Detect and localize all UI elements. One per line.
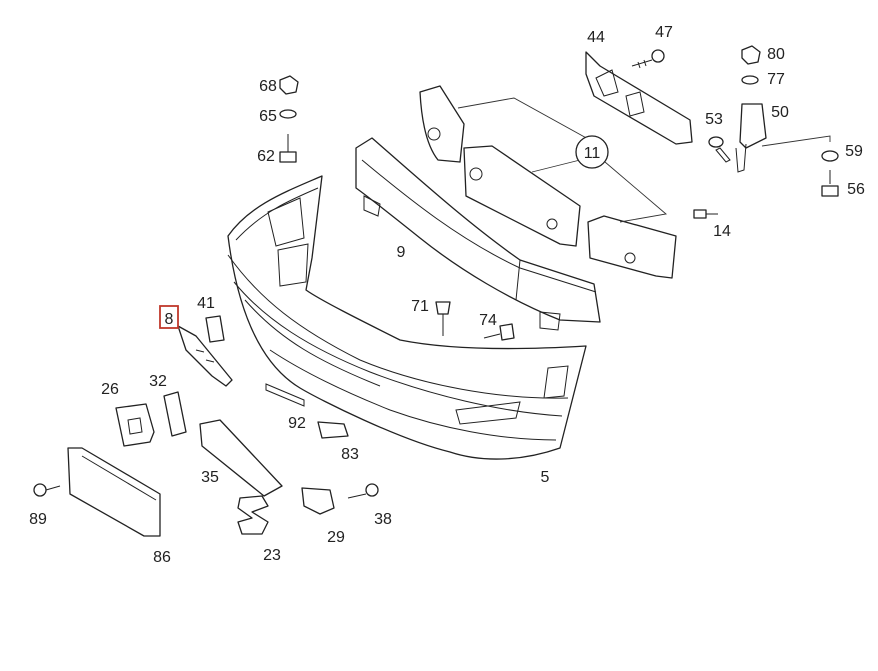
leader-line-11b bbox=[531, 159, 581, 173]
callout-circle-11 bbox=[575, 135, 609, 169]
label-8: 8 bbox=[165, 311, 174, 328]
nut-part-68[interactable] bbox=[279, 75, 299, 95]
leader-line-11a bbox=[457, 97, 591, 141]
emblem-part-92[interactable] bbox=[265, 383, 305, 407]
grille-part-35[interactable] bbox=[199, 419, 283, 497]
screw-part-71[interactable] bbox=[435, 301, 451, 336]
badge-part-26[interactable] bbox=[115, 403, 155, 447]
leader-line-11c bbox=[604, 161, 668, 223]
bumper-cover-part-5[interactable] bbox=[227, 175, 587, 460]
label-86: 86 bbox=[153, 549, 171, 566]
screw-part-38[interactable] bbox=[347, 483, 379, 499]
label-65: 65 bbox=[259, 108, 277, 125]
label-14: 14 bbox=[713, 223, 731, 240]
label-89: 89 bbox=[29, 511, 47, 528]
license-plate-bracket-part-86[interactable] bbox=[67, 447, 161, 537]
washer-part-65[interactable] bbox=[279, 109, 297, 119]
label-92: 92 bbox=[288, 415, 306, 432]
label-71: 71 bbox=[411, 298, 429, 315]
label-38: 38 bbox=[374, 511, 392, 528]
block-part-83[interactable] bbox=[317, 421, 349, 439]
label-29: 29 bbox=[327, 529, 345, 546]
clip-part-53[interactable] bbox=[708, 136, 731, 163]
label-9: 9 bbox=[397, 244, 406, 261]
label-77: 77 bbox=[767, 71, 785, 88]
label-41: 41 bbox=[197, 295, 215, 312]
badge-part-23[interactable] bbox=[237, 495, 269, 535]
trim-part-29[interactable] bbox=[301, 487, 335, 515]
bracket-part-50[interactable] bbox=[735, 103, 767, 173]
label-5: 5 bbox=[541, 469, 550, 486]
label-59: 59 bbox=[845, 143, 863, 160]
label-32: 32 bbox=[149, 373, 167, 390]
bolt-part-56[interactable] bbox=[821, 170, 839, 197]
bolt-part-62[interactable] bbox=[279, 134, 297, 163]
label-44: 44 bbox=[587, 29, 605, 46]
label-47: 47 bbox=[655, 24, 673, 41]
label-62: 62 bbox=[257, 148, 275, 165]
label-68: 68 bbox=[259, 78, 277, 95]
screw-part-74[interactable] bbox=[483, 323, 515, 341]
label-23: 23 bbox=[263, 547, 281, 564]
bumper-reinforcement-part-9[interactable] bbox=[355, 137, 601, 331]
trim-part-32[interactable] bbox=[163, 391, 187, 437]
clip-part-41[interactable] bbox=[205, 315, 225, 343]
label-83: 83 bbox=[341, 446, 359, 463]
label-74: 74 bbox=[479, 312, 497, 329]
label-56: 56 bbox=[847, 181, 865, 198]
nut-part-80[interactable] bbox=[741, 45, 761, 65]
screw-part-89[interactable] bbox=[33, 483, 61, 497]
washer-part-59[interactable] bbox=[821, 150, 839, 162]
bracket-part-44[interactable] bbox=[585, 51, 693, 145]
impact-absorber-group-part-11[interactable] bbox=[419, 85, 677, 279]
bolt-part-14[interactable] bbox=[693, 209, 718, 219]
bracket-part-8[interactable] bbox=[177, 325, 233, 387]
highlight-box-part-8 bbox=[159, 305, 179, 329]
label-11: 11 bbox=[584, 145, 601, 162]
washer-part-77[interactable] bbox=[741, 75, 759, 85]
label-80: 80 bbox=[767, 46, 785, 63]
label-35: 35 bbox=[201, 469, 219, 486]
leader-line-50 bbox=[761, 135, 831, 147]
screw-part-47[interactable] bbox=[631, 49, 665, 69]
label-53: 53 bbox=[705, 111, 723, 128]
label-26: 26 bbox=[101, 381, 119, 398]
label-50: 50 bbox=[771, 104, 789, 121]
